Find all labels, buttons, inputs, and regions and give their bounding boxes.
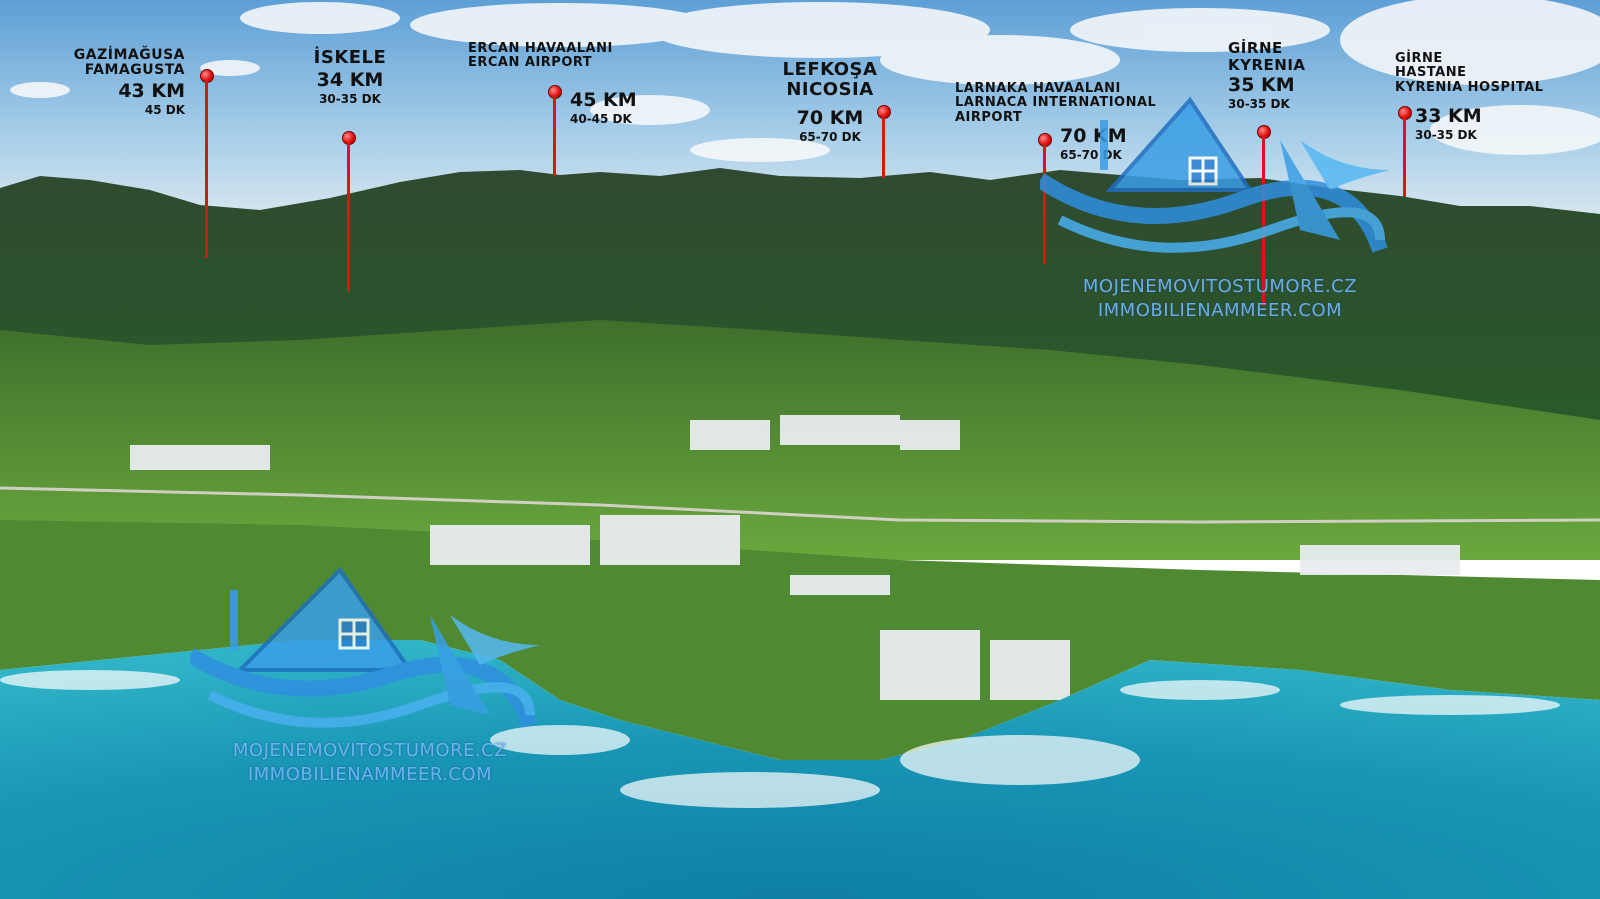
name-line1: GİRNE	[1228, 39, 1283, 57]
sea	[0, 640, 1600, 899]
distance-km: 34 KM	[316, 68, 384, 91]
name-line2: HASTANE	[1395, 65, 1467, 81]
name-line1: LARNAKA HAVAALANI	[955, 81, 1121, 96]
distance-km: 70 KM	[796, 107, 864, 129]
pin-stem	[882, 116, 885, 178]
label-iskele: İSKELE 34 KM 30-35 DK	[290, 48, 410, 106]
travel-time: 30-35 DK	[1415, 127, 1477, 142]
name-line1: LEFKOŞA	[782, 59, 878, 80]
name-line2: KYRENIA	[1228, 55, 1306, 74]
house-wave-logo-icon	[185, 566, 540, 728]
label-ercan-distance: 45 KM 40-45 DK	[570, 88, 670, 126]
label-ercan: ERCAN HAVAALANI ERCAN AIRPORT	[468, 41, 668, 71]
watermark-line1: MOJENEMOVITOSTUMORE.CZ	[1082, 276, 1358, 297]
name-line2: LARNACA INTERNATIONAL	[955, 95, 1157, 111]
travel-time: 65-70 DK	[799, 129, 861, 144]
distance-km: 45 KM	[570, 89, 637, 111]
road	[0, 486, 1600, 524]
label-nicosia-distance: 70 KM 65-70 DK	[780, 106, 880, 144]
pin-stem	[205, 80, 208, 258]
travel-time: 40-45 DK	[570, 111, 632, 126]
coastline-land	[0, 520, 1600, 760]
distance-km: 43 KM	[118, 79, 185, 102]
travel-time: 45 DK	[144, 102, 185, 117]
clouds	[10, 0, 1600, 162]
distance-km: 35 KM	[1228, 74, 1295, 96]
house-wave-logo-icon	[1035, 96, 1390, 253]
pin-stem	[1262, 136, 1265, 306]
label-kyrenia: GİRNE KYRENIA 35 KM 30-35 DK	[1228, 40, 1338, 111]
watermark-logo-bottom: MOJENEMOVITOSTUMORE.CZ IMMOBILIENAMMEER.…	[185, 560, 550, 810]
watermark-line1: MOJENEMOVITOSTUMORE.CZ	[232, 740, 508, 761]
label-nicosia: LEFKOŞA NICOSIA	[770, 60, 890, 100]
label-hospital: GİRNE HASTANE KYRENIA HOSPITAL	[1395, 51, 1585, 95]
name-line1: ERCAN HAVAALANI	[468, 41, 613, 56]
pin-stem	[1403, 117, 1406, 197]
distance-km: 33 KM	[1415, 105, 1482, 127]
name-line2: NICOSIA	[786, 78, 874, 100]
pin-stem	[347, 142, 350, 292]
watermark-line2: IMMOBILIENAMMEER.COM	[1097, 300, 1343, 321]
label-famagusta: GAZİMAĞUSA FAMAGUSTA 43 KM 45 DK	[40, 47, 185, 117]
buildings	[130, 415, 1460, 700]
pin-stem	[553, 96, 556, 176]
travel-time: 30-35 DK	[319, 91, 381, 106]
label-hospital-distance: 33 KM 30-35 DK	[1415, 104, 1525, 142]
watermark-logo-top: MOJENEMOVITOSTUMORE.CZ IMMOBILIENAMMEER.…	[1035, 80, 1400, 330]
travel-time: 30-35 DK	[1228, 96, 1290, 111]
distance-km: 70 KM	[1060, 125, 1127, 147]
watermark-line2: IMMOBILIENAMMEER.COM	[247, 764, 493, 785]
name-line2: ERCAN AIRPORT	[468, 55, 593, 71]
name-line1: GAZİMAĞUSA	[73, 47, 185, 63]
label-larnaca: LARNAKA HAVAALANI LARNACA INTERNATIONAL …	[955, 81, 1195, 125]
name-line3: AIRPORT	[955, 109, 1023, 125]
name-line2: FAMAGUSTA	[84, 62, 185, 79]
name-line3: KYRENIA HOSPITAL	[1395, 79, 1544, 95]
surf	[0, 670, 1560, 808]
pin-stem	[1043, 144, 1046, 264]
name-line1: GİRNE	[1395, 51, 1443, 66]
name-line1: İSKELE	[313, 47, 387, 68]
